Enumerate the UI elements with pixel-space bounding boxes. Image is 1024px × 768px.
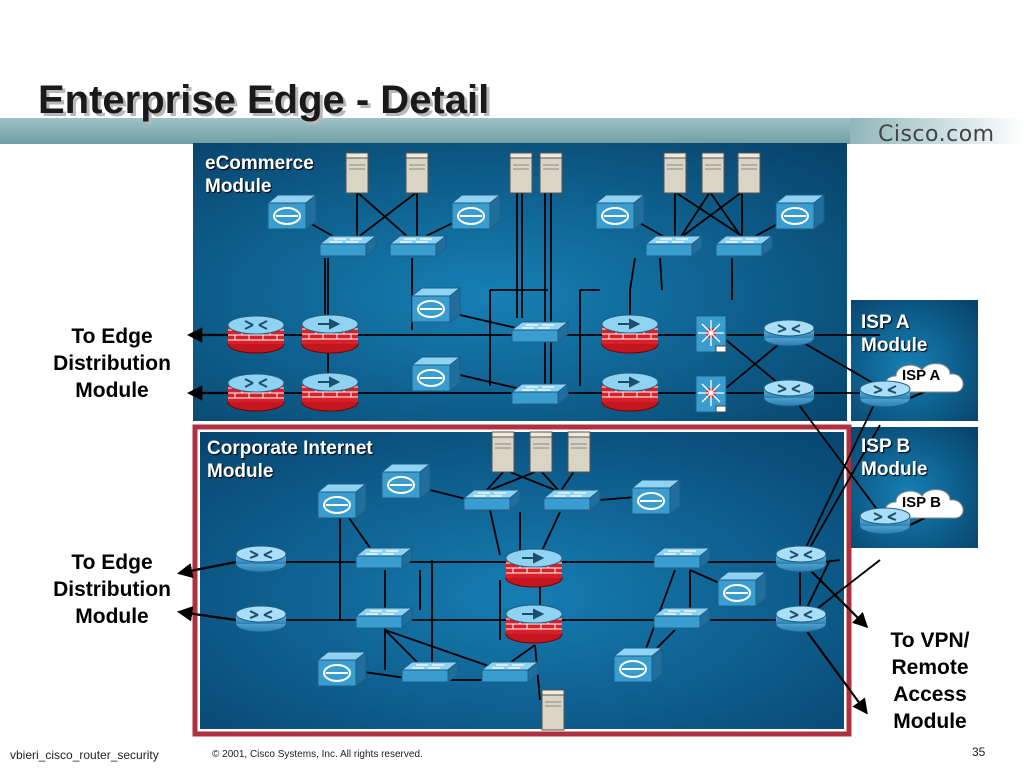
corporate-panel-border (192, 424, 852, 737)
ids-sensor-icon (317, 651, 367, 687)
edge-distribution-label: To Edge Distribution Module (53, 551, 171, 628)
ids-sensor-icon (717, 571, 767, 607)
switch-icon (481, 661, 539, 683)
server-icon (737, 152, 761, 194)
server-icon (701, 152, 725, 194)
isp-a-router-icon (859, 380, 911, 408)
switch-icon (319, 235, 377, 257)
edge-distribution-label: To Edge Distribution Module (53, 325, 171, 402)
isp-b-router-icon (859, 507, 911, 535)
firewall-router-icon (227, 373, 285, 412)
server-icon (663, 152, 687, 194)
ids-sensor-icon (317, 483, 367, 519)
nids-icon (695, 315, 727, 353)
firewall-icon (601, 372, 659, 412)
footer-copyright: © 2001, Cisco Systems, Inc. All rights r… (212, 749, 423, 760)
switch-icon (511, 383, 569, 405)
firewall-icon (301, 372, 359, 412)
switch-icon (401, 661, 459, 683)
vpn-remote-access-label: To VPN/ Remote Access Module (890, 629, 970, 733)
server-icon (491, 431, 515, 473)
ids-sensor-icon (613, 647, 663, 683)
corporate-module-label: Corporate Internet Module (207, 438, 373, 482)
firewall-router-icon (227, 315, 285, 354)
firewall-icon (301, 314, 359, 354)
isp-a-cloud-label: ISP A (902, 367, 941, 384)
page-number: 35 (972, 745, 986, 759)
title-underline-fade (850, 118, 1024, 144)
server-icon (509, 152, 533, 194)
server-icon (345, 152, 369, 194)
firewall-icon (505, 548, 563, 588)
server-icon (541, 689, 565, 731)
switch-icon (715, 235, 773, 257)
router-icon (775, 545, 827, 573)
nids-icon (695, 375, 727, 413)
switch-icon (463, 489, 521, 511)
switch-icon (355, 607, 413, 629)
cisco-logo: Cisco.com (878, 122, 995, 147)
switch-icon (355, 547, 413, 569)
ids-sensor-icon (775, 194, 825, 230)
title-underline-bar (0, 118, 858, 144)
router-icon (763, 319, 815, 347)
footer-presenter: vbieri_cisco_router_security (10, 748, 159, 762)
ecommerce-module-label: eCommerce Module (205, 153, 314, 197)
isp-b-cloud-label: ISP B (902, 494, 941, 511)
switch-icon (543, 489, 601, 511)
isp-a-module-label: ISP A Module (861, 312, 928, 356)
switch-icon (653, 607, 711, 629)
ids-sensor-icon (267, 194, 317, 230)
server-icon (539, 152, 563, 194)
ids-sensor-icon (631, 479, 681, 515)
router-icon (763, 379, 815, 407)
switch-icon (645, 235, 703, 257)
ids-sensor-icon (411, 287, 461, 323)
router-icon (775, 605, 827, 633)
switch-icon (653, 547, 711, 569)
ids-sensor-icon (451, 194, 501, 230)
ids-sensor-icon (595, 194, 645, 230)
isp-b-module-label: ISP B Module (861, 436, 928, 480)
firewall-icon (601, 314, 659, 354)
router-icon (235, 605, 287, 633)
ids-sensor-icon (411, 356, 461, 392)
server-icon (567, 431, 591, 473)
server-icon (529, 431, 553, 473)
slide-title: Enterprise Edge - Detail (38, 78, 490, 122)
router-icon (235, 545, 287, 573)
server-icon (405, 152, 429, 194)
switch-icon (511, 321, 569, 343)
firewall-icon (505, 604, 563, 644)
switch-icon (389, 235, 447, 257)
